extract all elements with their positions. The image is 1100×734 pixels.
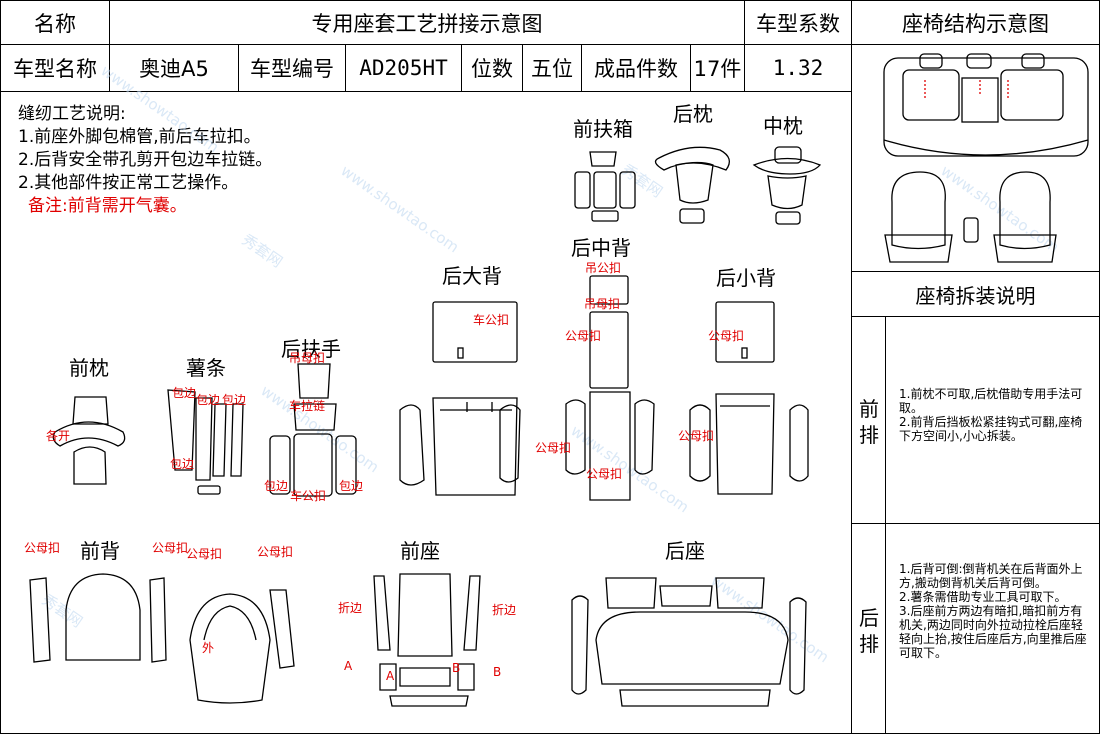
front-row-label: 前排: [859, 397, 879, 447]
front-seat-pattern: [373, 573, 481, 707]
rear-row-label: 后排: [859, 606, 879, 656]
title-rear-big-back: 后大背: [442, 264, 502, 288]
title-rear-seat: 后座: [665, 539, 705, 563]
note-hang-female-armrest: 吊母扣: [289, 351, 325, 365]
notes-heading: 缝纫工艺说明:: [18, 104, 126, 124]
model-name-value: 奥迪A5: [109, 44, 239, 92]
note-male-female-3: 公母扣: [586, 467, 622, 481]
rear-headrest-left: [919, 53, 943, 69]
note-mark-b-1: B: [452, 661, 460, 675]
title-rear-small-back: 后小背: [716, 266, 776, 290]
notes-item-3: 2.其他部件按正常工艺操作。: [18, 173, 239, 193]
strip-pattern: [167, 389, 244, 495]
seats-label: 位数: [461, 44, 523, 92]
rear-small-back-pattern: [689, 301, 809, 495]
pieces-label: 成品件数: [581, 44, 691, 92]
rear-headrest-right: [1021, 53, 1045, 69]
title-front-headrest: 前枕: [69, 356, 109, 380]
front-back-pattern: [29, 573, 295, 704]
red-annotations: 吊公扣 吊母扣 公母扣 公母扣 公母扣 车公扣 吊母扣 车拉链 车公扣 包边 包…: [24, 261, 744, 683]
note-edge-strip-1: 包边: [172, 386, 196, 400]
note-mark-b-2: B: [493, 665, 501, 679]
note-fold-edge-frontseat-2: 折边: [492, 602, 516, 617]
note-car-male-armrest: 车公扣: [290, 488, 326, 503]
seat-structure-illustration: [883, 53, 1089, 263]
rear-headrest-pattern: [654, 146, 731, 224]
note-male-frontback-2: 公母扣: [152, 541, 188, 555]
note-male-frontback-1: 公母扣: [24, 541, 60, 555]
rear-bench-cushion: [883, 139, 1089, 156]
rear-mid-back-pattern: [565, 275, 655, 501]
note-male-female-2: 公母扣: [535, 441, 571, 455]
front-headrest-pattern: [52, 396, 126, 485]
mid-headrest-pattern: [752, 146, 822, 225]
note-male-small-back: 公母扣: [708, 329, 744, 343]
note-mark-a-2: A: [344, 659, 353, 673]
note-edge-armrest-2: 包边: [339, 479, 363, 493]
sewing-notes: 缝纫工艺说明: 1.前座外脚包棉管,前后车拉扣。 2.后背安全带孔剪开包边车拉链…: [18, 103, 272, 218]
title-rear-headrest: 后枕: [673, 102, 713, 126]
front-left-seat: [891, 171, 946, 250]
title-rear-armrest: 后扶手: [281, 337, 341, 361]
coef-label-cell: 车型系数: [744, 0, 852, 45]
title-front-seat: 前座: [400, 539, 440, 563]
note-male-frontback-4: 公母扣: [257, 545, 293, 559]
title-mid-headrest: 中枕: [763, 114, 803, 138]
notes-item-2: 2.后背安全带孔剪开包边车拉链。: [18, 150, 273, 170]
rear-bench-mid-back: [961, 77, 999, 123]
front-right-seat: [999, 171, 1051, 250]
note-fold-edge-frontseat: 折边: [338, 600, 362, 615]
center-console: [963, 217, 979, 243]
title-front-armrest-box: 前扶箱: [573, 117, 633, 141]
front-right-seat-base: [993, 234, 1057, 263]
note-edge-strip-2: 包边: [196, 393, 220, 407]
rear-bench-outline: [883, 57, 1089, 157]
rear-big-back-pattern: [399, 301, 521, 496]
front-row-text: 1.前枕不可取,后枕借助专用手法可取。 2.前背后挡板松紧挂钩式可翻,座椅下方空…: [899, 387, 1083, 443]
rear-bench-right-back: [1000, 69, 1064, 121]
rear-seat-pattern: [571, 577, 807, 707]
disassembly-title: 座椅拆装说明: [915, 283, 1036, 308]
note-edge-strip-3: 包边: [222, 393, 246, 407]
note-outer: 外: [202, 641, 214, 655]
note-edge-strip-4: 包边: [170, 457, 194, 471]
note-male-female-1: 公母扣: [565, 329, 601, 343]
title-strip: 薯条: [186, 356, 226, 380]
note-mark-a: A: [386, 669, 395, 683]
note-each-open: 各开: [46, 428, 70, 443]
rear-row-text: 1.后背可倒:倒背机关在后背面外上方,搬动倒背机关后背可倒。 2.薯条需借助专业…: [899, 562, 1087, 660]
note-hang-female: 吊母扣: [584, 297, 620, 311]
front-left-seat-base: [884, 234, 953, 263]
note-hang-male: 吊公扣: [585, 261, 621, 275]
note-car-male-bigback: 车公扣: [473, 312, 509, 327]
note-male-small-side: 公母扣: [678, 429, 714, 443]
note-zipper-armrest: 车拉链: [289, 398, 325, 413]
title-front-back: 前背: [80, 539, 120, 563]
rear-bench-left-back: [902, 69, 960, 121]
title-rear-mid-back: 后中背: [571, 236, 631, 260]
rear-armrest-pattern: [269, 363, 357, 497]
front-armrest-box-pattern: [574, 151, 636, 222]
rear-headrest-mid: [966, 53, 992, 69]
notes-remark: 备注:前背需开气囊。: [28, 196, 187, 216]
note-edge-armrest-1: 包边: [264, 479, 288, 493]
notes-item-1: 1.前座外脚包棉管,前后车拉扣。: [18, 127, 261, 147]
note-male-frontback-3: 公母扣: [186, 547, 222, 561]
